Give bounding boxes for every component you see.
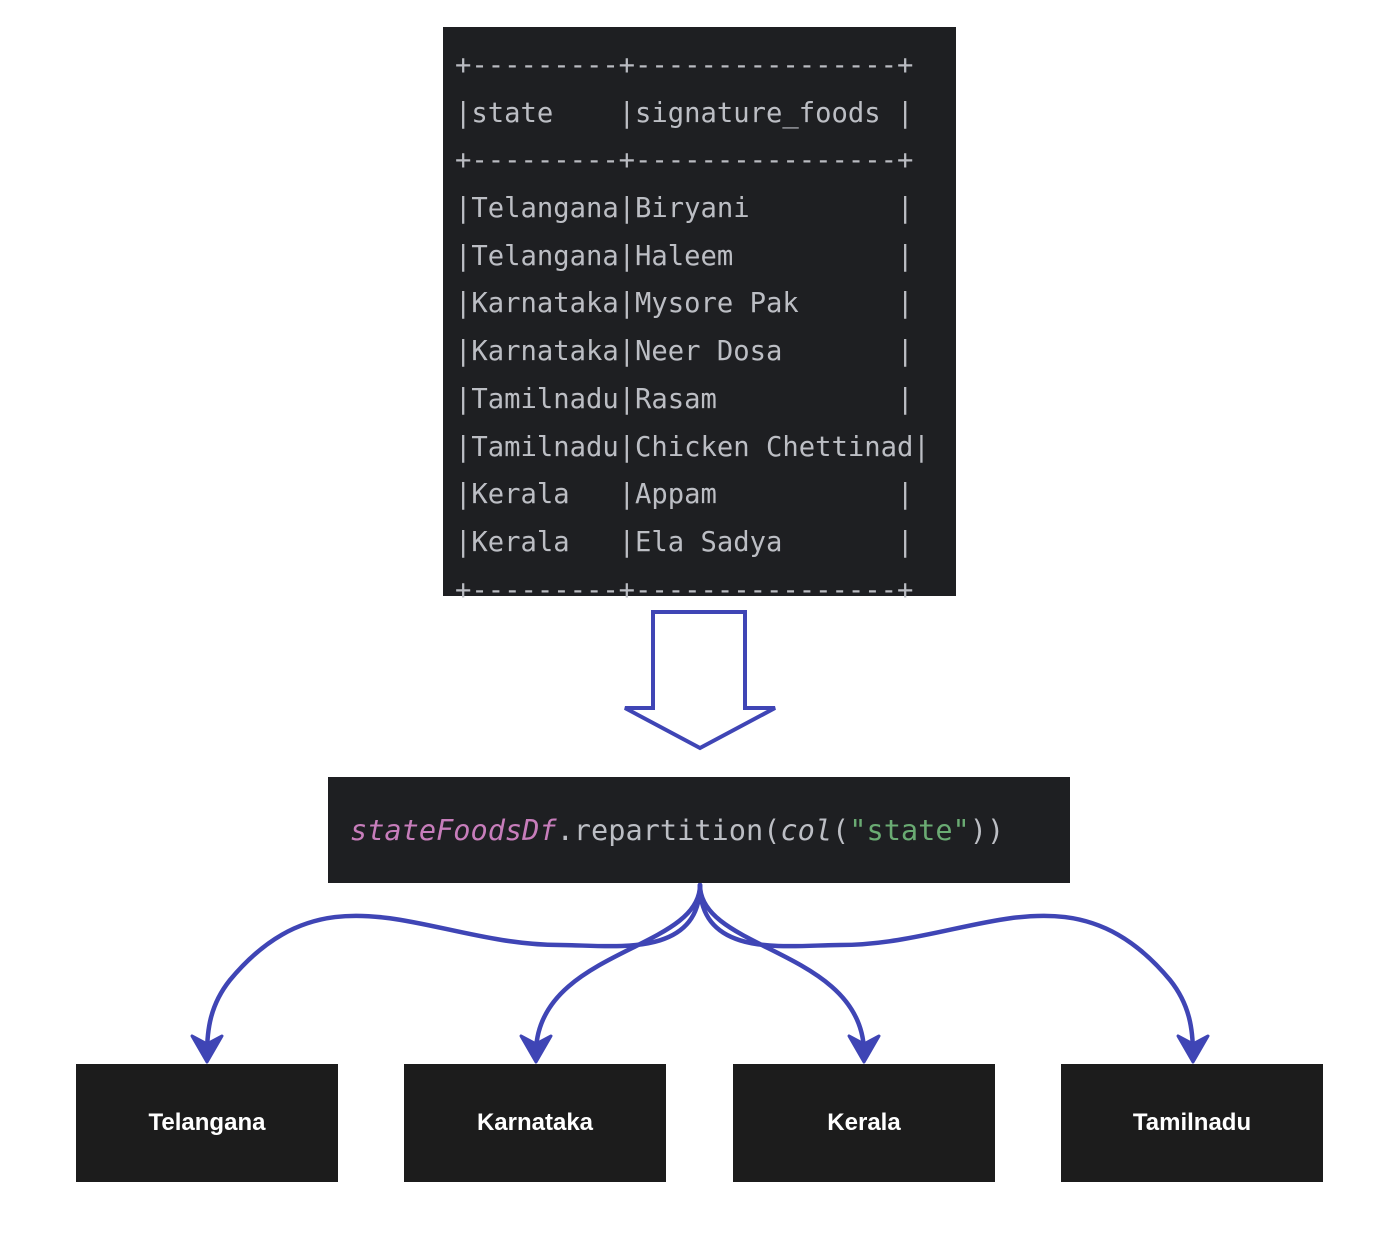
branch-arrow-kerala	[697, 882, 867, 1053]
code-snippet: stateFoodsDf.repartition(col("state"))	[328, 777, 1070, 883]
partition-box-karnataka: Karnataka	[404, 1064, 666, 1182]
code-string: "state"	[849, 813, 970, 847]
partition-box-tamilnadu: Tamilnadu	[1061, 1064, 1323, 1182]
partition-box-kerala: Kerala	[733, 1064, 995, 1182]
table-header-row: |state |signature_foods |	[455, 97, 914, 129]
table-row: |Telangana|Biryani |	[455, 193, 914, 225]
table-row: |Karnataka|Neer Dosa |	[455, 336, 914, 368]
table-row: |Tamilnadu|Chicken Chettinad|	[455, 431, 930, 463]
code-variable: stateFoodsDf	[350, 813, 557, 847]
down-arrow-icon	[624, 610, 776, 751]
branch-arrow-telangana	[204, 882, 703, 1058]
arrowhead-icon	[1176, 1034, 1210, 1064]
code-close-paren: ))	[969, 813, 1005, 847]
table-row: |Telangana|Haleem |	[455, 240, 914, 272]
partition-box-telangana: Telangana	[76, 1064, 338, 1182]
table-row: |Kerala |Appam |	[455, 479, 914, 511]
code-method: .repartition(	[556, 813, 781, 847]
branch-arrow-tamilnadu	[697, 882, 1196, 1058]
table-row: |Tamilnadu|Rasam |	[455, 383, 914, 415]
code-open-paren: (	[832, 813, 850, 847]
arrowhead-icon	[847, 1034, 881, 1064]
table-border-bottom: +---------+----------------+	[455, 574, 914, 606]
arrowhead-icon	[190, 1034, 224, 1064]
branch-arrow-karnataka	[533, 882, 703, 1053]
arrowhead-icon	[519, 1034, 553, 1064]
table-border-header: +---------+----------------+	[455, 145, 914, 177]
dataframe-output-panel: +---------+----------------+ |state |sig…	[443, 27, 956, 606]
code-function: col	[780, 813, 833, 847]
table-border-top: +---------+----------------+	[455, 50, 914, 81]
table-row: |Kerala |Ela Sadya |	[455, 526, 914, 558]
table-row: |Karnataka|Mysore Pak |	[455, 288, 914, 320]
